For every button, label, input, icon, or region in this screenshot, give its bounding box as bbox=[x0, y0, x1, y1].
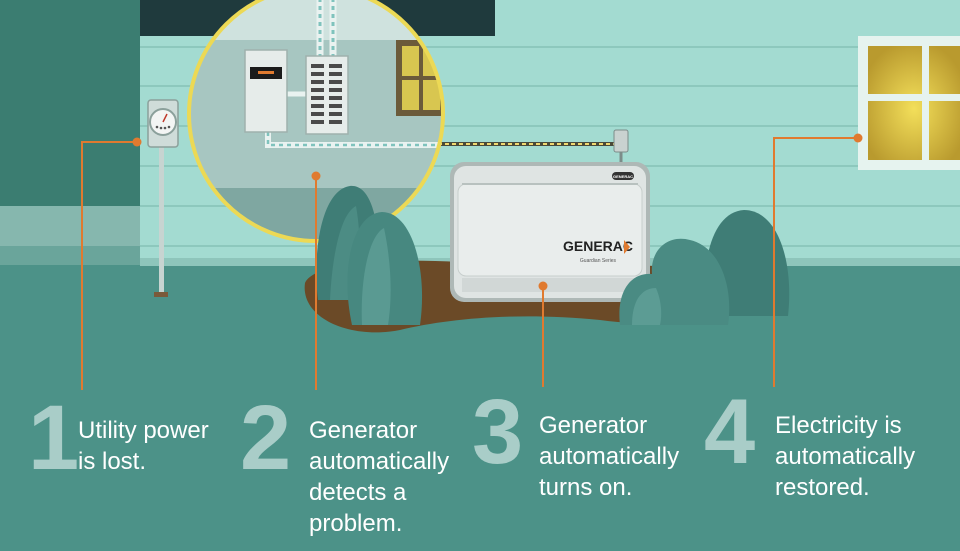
step-1-number: 1 bbox=[28, 387, 80, 489]
step-2-number: 2 bbox=[240, 387, 292, 489]
step-3-line: turns on. bbox=[539, 474, 633, 501]
generator-brand: GENERAC bbox=[563, 238, 633, 254]
utility-meter bbox=[147, 99, 179, 297]
step-3-text: Generator automatically turns on. bbox=[539, 410, 679, 503]
generator-badge: GENERAC bbox=[613, 174, 633, 179]
step-2-text: Generator automatically detects a proble… bbox=[309, 415, 449, 539]
callout-line-3 bbox=[538, 281, 548, 387]
generator: GENERAC GENERAC Guardian Series bbox=[450, 162, 650, 302]
callout-line-1 bbox=[81, 137, 142, 390]
step-4-line: restored. bbox=[775, 474, 870, 501]
step-4-text: Electricity is automatically restored. bbox=[775, 410, 915, 503]
step-1-line: is lost. bbox=[78, 448, 147, 475]
step-4-line: Electricity is bbox=[775, 412, 902, 439]
step-1-text: Utility power is lost. bbox=[78, 415, 209, 477]
step-2-line: detects a bbox=[309, 479, 407, 506]
conduit bbox=[438, 129, 629, 166]
generator-series: Guardian Series bbox=[580, 258, 617, 264]
step-3-line: Generator bbox=[539, 412, 648, 439]
shrubs-left bbox=[316, 185, 423, 325]
step-2-line: automatically bbox=[309, 448, 450, 475]
step-2-line: problem. bbox=[309, 510, 403, 537]
step-4-number: 4 bbox=[704, 381, 756, 483]
lit-window bbox=[858, 36, 960, 170]
step-1-line: Utility power bbox=[78, 417, 209, 444]
step-4-line: automatically bbox=[775, 443, 916, 470]
step-3-number: 3 bbox=[472, 381, 524, 483]
step-2-line: Generator bbox=[309, 417, 418, 444]
step-3-line: automatically bbox=[539, 443, 680, 470]
callout-line-2 bbox=[311, 171, 321, 390]
shrubs-right bbox=[619, 210, 790, 325]
callout-line-4 bbox=[773, 133, 863, 387]
